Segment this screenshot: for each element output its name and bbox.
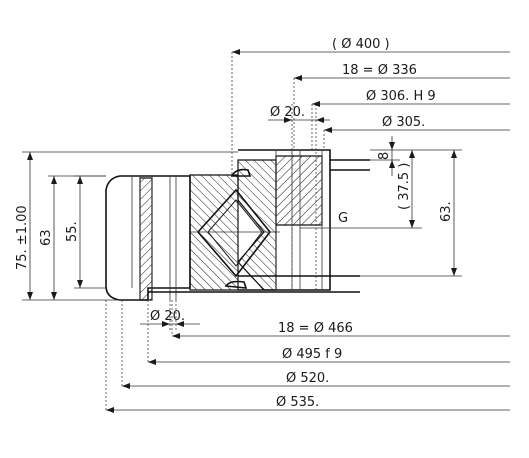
d20-top-label: Ø 20. bbox=[270, 105, 305, 120]
h75-label: 75. ±1.00 bbox=[15, 205, 30, 270]
d520-label: Ø 520. bbox=[286, 371, 329, 386]
h63-left-label: 63 bbox=[39, 229, 54, 246]
h63-right-label: 63. bbox=[439, 201, 454, 222]
dimension-h63-right: 63. bbox=[360, 149, 462, 277]
dimension-d535: Ø 535. bbox=[105, 300, 510, 413]
d400-label: ( Ø 400 ) bbox=[332, 37, 390, 52]
dimension-h55: 55. bbox=[65, 175, 106, 289]
dimension-d495: Ø 495 f 9 bbox=[147, 300, 510, 365]
d535-label: Ø 535. bbox=[276, 395, 319, 410]
dimension-d20-top: Ø 20. bbox=[268, 105, 330, 123]
dimension-d306: Ø 306. H 9 bbox=[311, 89, 510, 150]
dimension-d20-bottom: Ø 20. bbox=[140, 300, 200, 332]
outer-ring-section bbox=[105, 174, 239, 332]
dimension-h8: 8 bbox=[370, 136, 400, 176]
d336-label: 18 = Ø 336 bbox=[342, 63, 417, 78]
dimension-d520: Ø 520. bbox=[121, 300, 510, 389]
d306-label: Ø 306. H 9 bbox=[366, 89, 436, 104]
dimension-d305: Ø 305. bbox=[323, 115, 510, 150]
d466-label: 18 = Ø 466 bbox=[278, 321, 353, 336]
d305-label: Ø 305. bbox=[382, 115, 425, 130]
gear-g-label: G bbox=[338, 211, 348, 226]
dimension-d400: ( Ø 400 ) bbox=[231, 37, 510, 176]
d495-label: Ø 495 f 9 bbox=[282, 347, 342, 362]
h8-label: 8 bbox=[377, 152, 392, 160]
h37-label: ( 37.5 ) bbox=[397, 163, 412, 210]
dimension-d466: 18 = Ø 466 bbox=[171, 300, 510, 339]
dimension-h75: 75. ±1.00 bbox=[15, 151, 238, 301]
dimension-d336: 18 = Ø 336 bbox=[293, 63, 510, 150]
inner-ring-section bbox=[148, 104, 370, 293]
dimension-h37: ( 37.5 ) bbox=[360, 149, 422, 229]
h55-label: 55. bbox=[65, 221, 80, 242]
d20-bottom-label: Ø 20. bbox=[150, 309, 185, 324]
